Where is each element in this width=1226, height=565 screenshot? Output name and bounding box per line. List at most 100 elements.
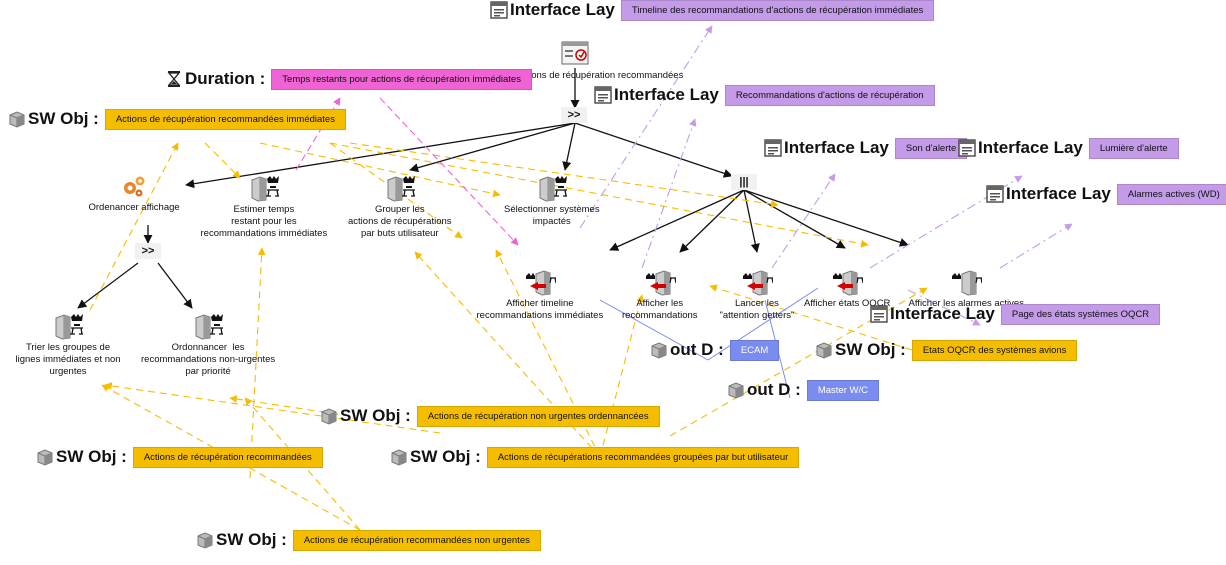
orange-link [599, 294, 644, 458]
tree-link [743, 189, 760, 253]
cube-icon [816, 342, 832, 359]
annotation-t14[interactable]: SW Obj :Actions de récupérations recomma… [390, 446, 800, 468]
task-node-n8[interactable]: Afficher états OQCR [804, 268, 890, 310]
task-node-label: Grouper les actions de récupérations par… [348, 204, 452, 239]
task-node-n5[interactable]: Afficher timeline recommandations immédi… [476, 268, 604, 322]
task-node-label: Afficher timeline recommandations immédi… [476, 298, 604, 321]
annotation-t11[interactable]: out D :Master W/C [727, 379, 879, 401]
orange-link [329, 142, 463, 239]
annotation-kind: SW Obj : [410, 447, 481, 466]
task-node-label: Sélectionner systèmes impactés [504, 204, 600, 227]
orange-link [229, 395, 351, 417]
orange-link [329, 142, 869, 248]
annotation-value: Actions de récupération recommandées imm… [104, 108, 346, 130]
tree-link [77, 262, 139, 309]
display-arrow-icon [742, 270, 773, 296]
task-node-label: Lancer les "attention getters" [719, 298, 795, 321]
task-icon [561, 41, 589, 65]
window-icon [490, 1, 508, 19]
blue-link [599, 299, 709, 361]
window-icon [986, 185, 1004, 203]
annotation-t7[interactable]: Interface Lay Alarmes actives (WD) [986, 183, 1226, 205]
annotation-value: Page des états systèmes OQCR [1000, 303, 1161, 325]
annotation-kind: SW Obj : [835, 340, 906, 359]
display-arrow-icon [833, 270, 864, 296]
display-arrow-icon [645, 270, 676, 296]
annotation-value: Actions de récupération recommandées [132, 446, 323, 468]
annotation-kind: Interface Lay [614, 85, 719, 104]
tree-link [562, 122, 576, 171]
annotation-kind: Interface Lay [784, 138, 889, 157]
tree-link [157, 262, 193, 309]
task-node-label: Ordonnancer les recommandations non-urge… [141, 342, 276, 377]
annotation-kind: out D : [747, 380, 801, 399]
task-node-n4[interactable]: Sélectionner systèmes impactés [504, 174, 600, 228]
annotation-t1[interactable]: Interface Lay Timeline des recommandation… [490, 0, 935, 21]
window-icon [958, 139, 976, 157]
cube-icon [728, 382, 744, 399]
tree-link [409, 122, 576, 173]
tree-link [679, 189, 745, 253]
task-node-n11[interactable]: Ordonnancer les recommandations non-urge… [141, 312, 275, 378]
cube-icon [651, 342, 667, 359]
task-node-n7[interactable]: Lancer les "attention getters" [719, 268, 795, 322]
purple-link [579, 25, 713, 229]
purple-link [641, 118, 697, 269]
orange-link [414, 251, 601, 458]
annotation-t10[interactable]: SW Obj :Etats OQCR des systèmes avions [815, 339, 1078, 361]
tree-link [609, 189, 745, 251]
annotation-kind: Interface Lay [1006, 184, 1111, 203]
task-node-n1[interactable]: Ordenancer affichage [89, 172, 180, 214]
window-icon [594, 86, 612, 104]
annotation-value: Alarmes actives (WD) [1116, 183, 1226, 205]
cube-icon [197, 532, 213, 549]
tree-link [574, 122, 733, 178]
operator-op1[interactable]: >> [561, 107, 587, 123]
orange-link [669, 287, 928, 437]
annotation-t15[interactable]: SW Obj :Actions de récupération recomman… [196, 529, 541, 551]
display-icon [952, 270, 983, 296]
annotation-value: Lumière d'alerte [1088, 137, 1179, 159]
annotation-kind: Duration : [185, 69, 266, 88]
annotation-t9[interactable]: out D :ECAM [650, 339, 780, 361]
task-node-n3[interactable]: Grouper les actions de récupérations par… [348, 174, 452, 240]
purple-link [771, 173, 836, 269]
cube-icon [391, 449, 407, 466]
annotation-value: Actions de récupération non urgentes ord… [416, 405, 660, 427]
annotation-t13[interactable]: SW Obj :Actions de récupération recomman… [36, 446, 323, 468]
annotation-value: Timeline des recommandations d'actions d… [620, 0, 935, 21]
annotation-t12[interactable]: SW Obj : Actions de récupération non urge… [320, 405, 660, 427]
operator-op3[interactable]: >> [135, 243, 161, 259]
task-node-n2[interactable]: Estimer temps restant pour les recommand… [200, 174, 328, 240]
orange-link [349, 142, 779, 208]
annotation-kind: SW Obj : [340, 406, 411, 425]
server-crown-icon [387, 176, 415, 202]
annotation-value: Son d'alerte [894, 137, 968, 159]
task-node-n6[interactable]: Afficher les recommandations [622, 268, 698, 322]
display-arrow-icon [525, 270, 556, 296]
task-node-label: Estimer temps restant pour les recommand… [200, 204, 328, 239]
task-node-n10[interactable]: Trier les groupes de lignes immédiates e… [16, 312, 121, 378]
blue-link [707, 287, 819, 361]
operator-op2[interactable]: ||| [731, 174, 757, 190]
hourglass-icon [167, 71, 181, 87]
server-crown-icon [251, 176, 279, 202]
cube-icon [37, 449, 53, 466]
task-node-label: Afficher états OQCR [804, 298, 891, 309]
window-icon [764, 139, 782, 157]
pink-link [379, 97, 519, 246]
annotation-kind: Interface Lay [510, 0, 615, 19]
orange-link [204, 142, 241, 179]
cube-icon [321, 408, 337, 425]
orange-link [89, 142, 179, 311]
annotation-value: Temps restants pour actions de récupérat… [271, 68, 532, 90]
window-icon [870, 305, 888, 323]
annotation-t5[interactable]: Interface Lay Son d'alerte [764, 137, 968, 159]
annotation-t4[interactable]: SW Obj :Actions de récupération recomman… [8, 108, 346, 130]
server-crown-icon [195, 314, 224, 340]
annotation-t2[interactable]: Duration : Temps restants pour actions de… [165, 68, 532, 90]
